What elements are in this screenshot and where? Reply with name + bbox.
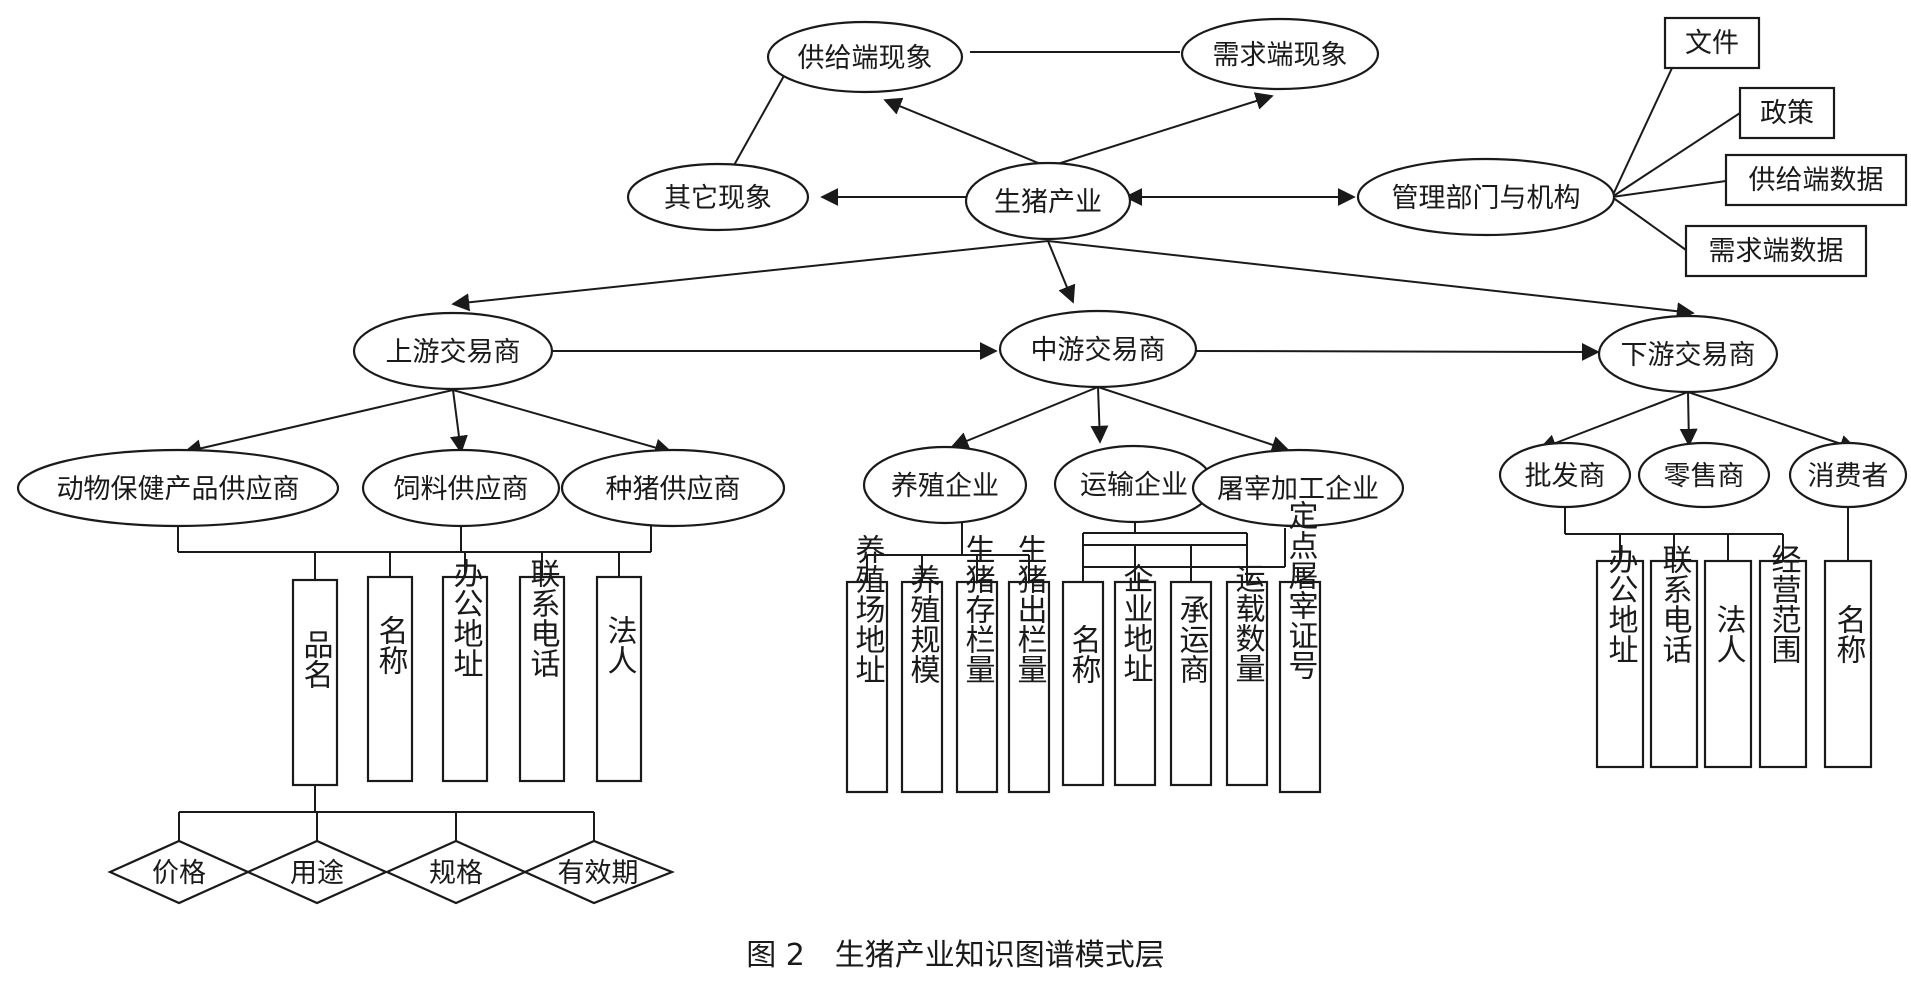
node-upstream-label: 上游交易商 (386, 337, 521, 368)
product-attr-price-label: 价格 (152, 858, 206, 889)
midstream-attr-load-quantity-label: 运载数量 (1230, 563, 1265, 683)
node-transport-company: 运输企业 (1053, 444, 1215, 524)
downstream-attr-phone-label: 联系电话 (1657, 544, 1692, 664)
midstream-attr-load-quantity: 运载数量 (1225, 563, 1269, 787)
node-midstream: 中游交易商 (998, 309, 1198, 389)
upstream-attr-product-name-label: 品名 (298, 629, 333, 689)
node-slaughter-company: 屠宰加工企业 (1191, 448, 1405, 528)
mgmt-attr-policy: 政策 (1738, 86, 1836, 140)
midstream-attr-output-label: 生猪出栏量 (1012, 534, 1048, 684)
node-other-phenomenon: 其它现象 (626, 162, 810, 232)
upstream-attr-legal-rep-label: 法人 (602, 615, 637, 675)
node-supply-phenomenon-label: 供给端现象 (798, 43, 933, 74)
node-demand-phenomenon-label: 需求端现象 (1213, 40, 1348, 71)
downstream-attr-office-address: 办公地址 (1595, 544, 1645, 769)
midstream-attr-carrier-label: 承运商 (1174, 594, 1209, 684)
midstream-attr-output: 生猪出栏量 (1007, 534, 1051, 794)
midstream-attr-farm-address-label: 养殖场地址 (850, 534, 886, 684)
node-breeding-pig-supplier: 种猪供应商 (560, 448, 786, 528)
midstream-attr-name-label: 名称 (1066, 624, 1102, 684)
downstream-attr-office-address-label: 办公地址 (1603, 544, 1639, 664)
product-attr-price: 价格 (107, 839, 251, 905)
node-demand-phenomenon: 需求端现象 (1180, 17, 1380, 91)
mgmt-attr-demand-data: 需求端数据 (1684, 224, 1868, 278)
downstream-attr-name-label: 名称 (1831, 604, 1867, 664)
midstream-attr-farm-address: 养殖场地址 (845, 534, 889, 794)
connector-lines (177, 51, 1858, 841)
node-wholesaler: 批发商 (1498, 441, 1632, 509)
node-slaughter-company-label: 屠宰加工企业 (1217, 474, 1379, 505)
downstream-attr-phone: 联系电话 (1649, 544, 1699, 769)
node-animal-health-supplier-label: 动物保健产品供应商 (57, 474, 300, 505)
node-center-label: 生猪产业 (994, 187, 1102, 218)
node-downstream: 下游交易商 (1597, 314, 1779, 394)
product-attr-usage: 用途 (245, 839, 389, 905)
node-feed-supplier-label: 饲料供应商 (394, 474, 529, 505)
midstream-attr-slaughter-license-label: 定点屠宰证号 (1283, 500, 1319, 680)
node-center: 生猪产业 (964, 161, 1132, 241)
node-transport-company-label: 运输企业 (1080, 470, 1188, 501)
downstream-attr-business-scope: 经营范围 (1758, 544, 1808, 769)
node-midstream-label: 中游交易商 (1031, 335, 1166, 366)
upstream-attr-office-address: 办公地址 (441, 558, 489, 783)
node-wholesaler-label: 批发商 (1525, 461, 1606, 492)
node-consumer: 消费者 (1788, 441, 1908, 509)
downstream-attr-name: 名称 (1823, 559, 1873, 769)
upstream-attr-name: 名称 (366, 575, 414, 783)
midstream-attr-farm-scale: 养殖规模 (900, 564, 944, 794)
midstream-attr-slaughter-license: 定点屠宰证号 (1278, 500, 1322, 794)
midstream-attr-farm-scale-label: 养殖规模 (905, 564, 941, 684)
midstream-attr-carrier: 承运商 (1169, 580, 1213, 787)
upstream-attr-phone-label: 联系电话 (525, 558, 560, 678)
node-upstream: 上游交易商 (352, 311, 554, 391)
node-animal-health-supplier: 动物保健产品供应商 (16, 448, 340, 528)
mgmt-attr-policy-label: 政策 (1760, 98, 1814, 129)
node-breeding-pig-supplier-label: 种猪供应商 (606, 474, 741, 505)
node-breeding-company-label: 养殖企业 (891, 471, 999, 502)
node-feed-supplier: 饲料供应商 (361, 448, 561, 528)
mgmt-attr-supply-data: 供给端数据 (1724, 153, 1908, 207)
product-attr-expiry: 有效期 (522, 839, 675, 905)
product-attr-spec: 规格 (384, 839, 528, 905)
mgmt-attr-demand-data-label: 需求端数据 (1709, 236, 1844, 267)
node-retailer-label: 零售商 (1664, 461, 1745, 492)
midstream-attr-company-address-label: 企业地址 (1118, 563, 1154, 683)
node-breeding-company: 养殖企业 (862, 445, 1028, 525)
node-downstream-label: 下游交易商 (1621, 340, 1756, 371)
midstream-attr-stock-label: 生猪存栏量 (960, 534, 996, 684)
mgmt-attr-file: 文件 (1663, 16, 1761, 70)
upstream-attr-office-address-label: 办公地址 (448, 558, 484, 678)
product-attr-expiry-label: 有效期 (558, 858, 639, 889)
downstream-attr-legal-rep: 法人 (1703, 559, 1753, 769)
product-attr-spec-label: 规格 (429, 858, 483, 889)
upstream-attr-phone: 联系电话 (518, 558, 566, 783)
downstream-attr-business-scope-label: 经营范围 (1766, 544, 1802, 664)
midstream-attr-stock: 生猪存栏量 (955, 534, 999, 794)
upstream-attr-legal-rep: 法人 (595, 575, 643, 783)
midstream-attr-name: 名称 (1061, 580, 1105, 787)
product-attr-usage-label: 用途 (290, 858, 344, 889)
mgmt-attr-supply-data-label: 供给端数据 (1749, 165, 1884, 196)
figure-caption: 图 2 生猪产业知识图谱模式层 (746, 938, 1165, 973)
node-consumer-label: 消费者 (1808, 461, 1889, 492)
mgmt-attr-file-label: 文件 (1685, 28, 1739, 59)
node-other-phenomenon-label: 其它现象 (664, 183, 772, 214)
upstream-attr-product-name: 品名 (291, 578, 339, 787)
node-retailer: 零售商 (1637, 441, 1771, 509)
midstream-attr-company-address: 企业地址 (1113, 563, 1157, 787)
node-supply-phenomenon: 供给端现象 (766, 20, 964, 94)
node-management: 管理部门与机构 (1356, 157, 1616, 237)
downstream-attr-legal-rep-label: 法人 (1711, 604, 1746, 664)
upstream-attr-name-label: 名称 (373, 615, 409, 675)
node-management-label: 管理部门与机构 (1392, 183, 1581, 214)
